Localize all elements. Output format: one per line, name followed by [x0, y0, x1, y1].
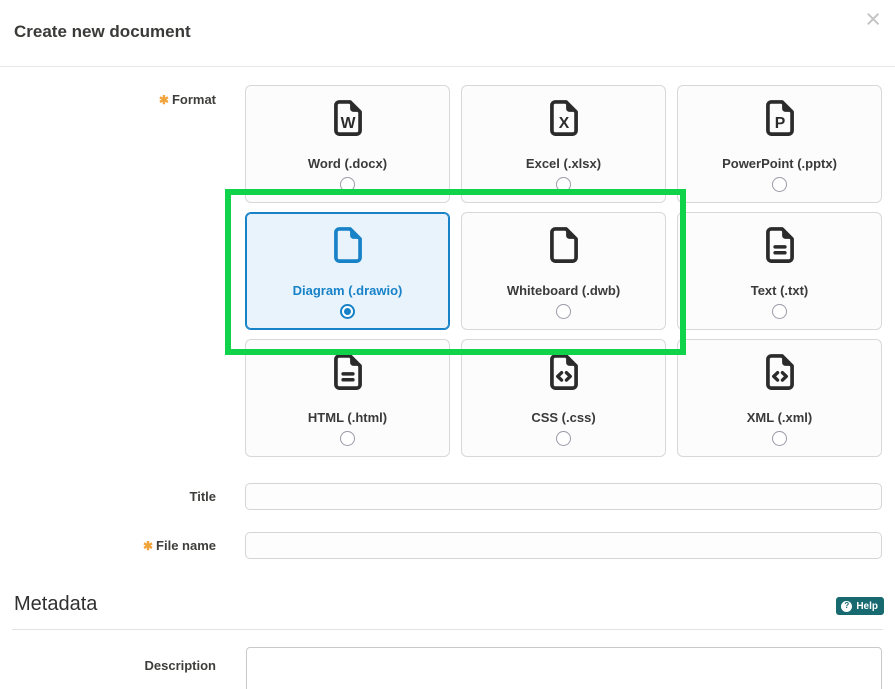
format-option-label: Diagram (.drawio) [292, 283, 403, 298]
description-label: Description [0, 658, 216, 673]
format-label: ✱Format [0, 92, 216, 107]
format-option-html-html[interactable]: HTML (.html) [245, 339, 450, 457]
svg-text:W: W [340, 115, 355, 132]
question-circle-icon: ? [841, 600, 853, 612]
format-option-excel-xlsx[interactable]: X Excel (.xlsx) [461, 85, 666, 203]
format-option-word-docx[interactable]: W Word (.docx) [245, 85, 450, 203]
format-option-powerpoint-pptx[interactable]: P PowerPoint (.pptx) [677, 85, 882, 203]
format-option-label: Text (.txt) [750, 283, 809, 298]
format-radio-xml-xml[interactable] [772, 431, 787, 446]
format-option-label: CSS (.css) [531, 410, 596, 425]
svg-text:P: P [774, 115, 785, 132]
metadata-heading: Metadata [14, 593, 98, 615]
format-option-css-css[interactable]: CSS (.css) [461, 339, 666, 457]
format-option-xml-xml[interactable]: XML (.xml) [677, 339, 882, 457]
title-label-text: Title [189, 489, 217, 504]
help-button-label: Help [856, 600, 878, 612]
format-option-text-txt[interactable]: Text (.txt) [677, 212, 882, 330]
format-option-label: Whiteboard (.dwb) [506, 283, 621, 298]
format-radio-powerpoint-pptx[interactable] [772, 177, 787, 192]
description-input[interactable] [246, 647, 882, 689]
format-label-text: Format [171, 92, 216, 107]
svg-text:X: X [558, 115, 569, 132]
file-name-input[interactable] [245, 532, 882, 559]
format-radio-text-txt[interactable] [772, 304, 787, 319]
title-label: Title [0, 489, 217, 504]
format-option-label: Excel (.xlsx) [525, 156, 602, 171]
file-word-icon: W [333, 100, 362, 136]
format-option-whiteboard-dwb[interactable]: Whiteboard (.dwb) [461, 212, 666, 330]
file-blank-icon [333, 227, 362, 263]
format-radio-word-docx[interactable] [340, 177, 355, 192]
file-name-label: ✱File name [0, 538, 216, 553]
required-asterisk-icon: ✱ [158, 93, 169, 107]
header-divider [0, 66, 895, 67]
file-code-icon [549, 354, 578, 390]
close-icon[interactable]: × [865, 4, 881, 34]
description-label-text: Description [144, 658, 216, 673]
metadata-divider [12, 629, 883, 630]
file-excel-icon: X [549, 100, 578, 136]
title-input[interactable] [245, 483, 882, 510]
format-option-label: Word (.docx) [307, 156, 388, 171]
format-radio-css-css[interactable] [556, 431, 571, 446]
file-powerpoint-icon: P [765, 100, 794, 136]
format-option-label: HTML (.html) [307, 410, 388, 425]
file-code-icon [765, 354, 794, 390]
file-text-icon [765, 227, 794, 263]
format-option-diagram-drawio[interactable]: Diagram (.drawio) [245, 212, 450, 330]
format-radio-html-html[interactable] [340, 431, 355, 446]
file-blank-icon [549, 227, 578, 263]
dialog-title: Create new document [14, 22, 191, 41]
file-name-label-text: File name [156, 538, 216, 553]
file-text-icon [333, 354, 362, 390]
format-option-label: XML (.xml) [746, 410, 813, 425]
format-options-grid: W Word (.docx) X Excel (.xlsx) P PowerPo… [245, 85, 882, 457]
format-radio-whiteboard-dwb[interactable] [556, 304, 571, 319]
format-option-label: PowerPoint (.pptx) [722, 156, 837, 171]
help-button[interactable]: ? Help [836, 597, 884, 615]
format-radio-diagram-drawio[interactable] [340, 304, 355, 319]
required-asterisk-icon: ✱ [142, 539, 154, 553]
format-radio-excel-xlsx[interactable] [556, 177, 571, 192]
